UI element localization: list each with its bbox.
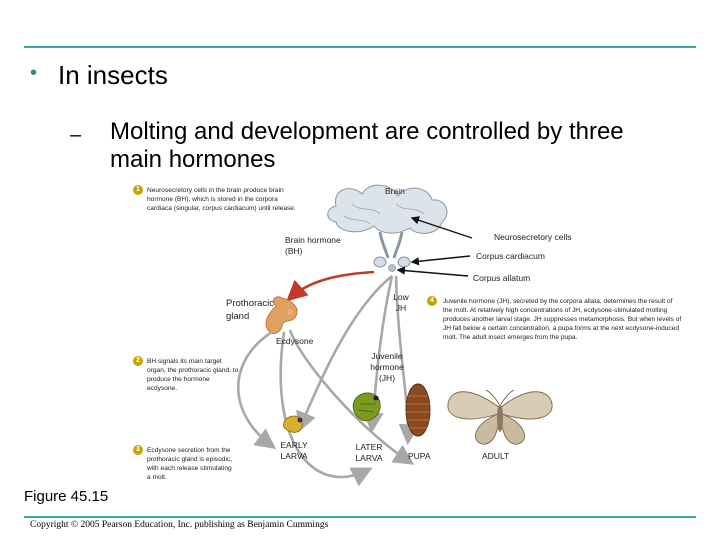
corpus-cardiacum-label: Corpus cardiacum: [476, 251, 545, 261]
brain-illustration: [327, 184, 448, 272]
jh-to-early-arrow: [296, 274, 393, 433]
ecdysone-label: Ecdysone: [276, 336, 314, 346]
bottom-rule: [24, 516, 696, 518]
bullet-text: In insects: [58, 60, 168, 90]
step-3-badge: 3: [133, 445, 143, 455]
low-jh-arrow: [394, 275, 420, 446]
figure-label: Figure 45.15: [24, 488, 109, 505]
prothoracic-gland-label: Prothoracic gland: [226, 298, 275, 322]
step-3-text: Ecdysone secretion from the prothoracic …: [147, 447, 233, 481]
juvenile-hormone-label: Juvenile hormone (JH): [370, 351, 404, 383]
copyright-text: Copyright © 2005 Pearson Education, Inc.…: [30, 520, 329, 530]
corpus-cardiacum-pointer: [410, 255, 471, 266]
ecdysone-to-later-arrow: [279, 331, 373, 487]
early-larva-illustration: [283, 415, 303, 433]
step-4-badge: 4: [427, 296, 437, 306]
sub-bullet-text: Molting and development are controlled b…: [110, 118, 624, 173]
step-4-text: Juvenile hormone (JH), secreted by the c…: [443, 298, 682, 341]
corpus-allatum-pointer: [396, 266, 469, 277]
ecdysone-to-early-arrow: [237, 330, 277, 450]
step-2-badge: 2: [133, 356, 143, 366]
later-larva-illustration: [352, 392, 381, 422]
ecdysone-to-pupa-arrow: [288, 329, 415, 465]
low-jh-label: Low JH: [393, 292, 409, 313]
sub-bullet-dash: –: [70, 124, 82, 146]
adult-moth-illustration: [447, 389, 553, 445]
early-larva-label: EARLY LARVA: [280, 440, 308, 461]
corpus-allatum-label: Corpus allatum: [473, 273, 531, 283]
bullet-dot: •: [30, 62, 38, 84]
top-rule: [24, 46, 696, 48]
brain-label: Brain: [385, 186, 405, 196]
pupa-label: PUPA: [408, 451, 431, 461]
step-1-text: Neurosecretory cells in the brain produc…: [147, 187, 296, 212]
bh-arrow: [286, 270, 375, 302]
later-larva-label: LATER LARVA: [355, 442, 383, 463]
neurosecretory-cells-label: Neurosecretory cells: [494, 232, 572, 242]
step-2-text: BH signals its main target organ, the pr…: [147, 358, 239, 392]
step-1-badge: 1: [133, 185, 143, 195]
pupa-illustration: [405, 383, 431, 437]
neurosecretory-pointer: [410, 216, 473, 239]
brain-hormone-label: Brain hormone (BH): [285, 235, 341, 256]
adult-label: ADULT: [482, 451, 510, 461]
prothoracic-gland-illustration: [265, 296, 298, 334]
